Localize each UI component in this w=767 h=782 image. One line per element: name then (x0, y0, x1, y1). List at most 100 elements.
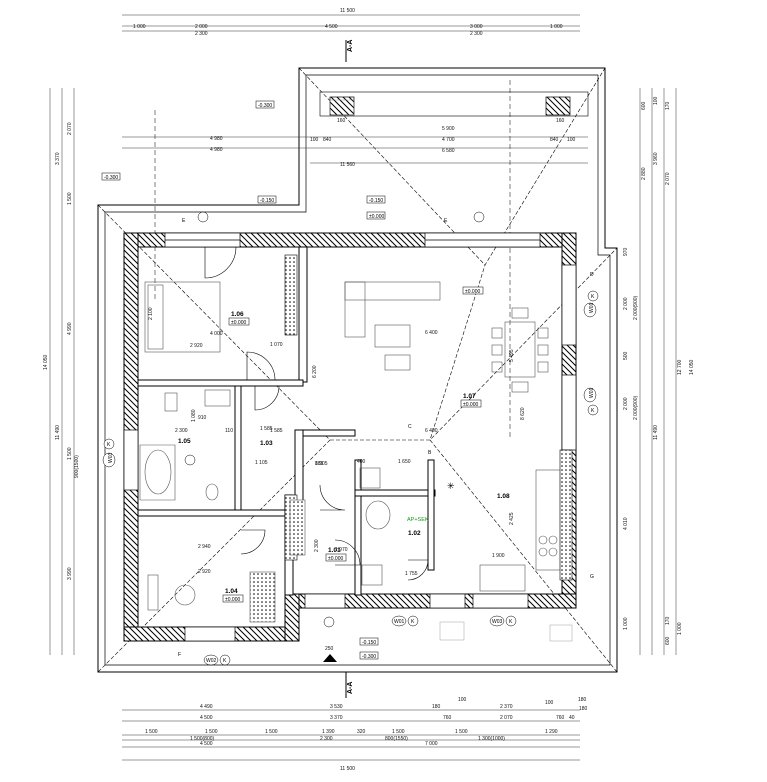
dim-bot-r4-2: 2 300 (320, 736, 333, 742)
svg-text:K: K (223, 658, 227, 664)
section-label-top: A-A (347, 40, 354, 52)
svg-text:D: D (590, 272, 594, 278)
dim-inner-3: 5 900 (442, 126, 455, 132)
ceiling-light-icon: ✳ (447, 481, 455, 491)
dim-inner-11: 160 (337, 118, 346, 124)
section-marker-top: A-A (345, 40, 354, 62)
dim-bot-r3-7: 1 500 (455, 729, 468, 735)
dim-bot-r3-8: 1 290 (545, 729, 558, 735)
dim-right-6: 170 (665, 101, 671, 110)
window-tag-right-2: W01 K (583, 388, 599, 416)
dim-int-23: 110 (225, 428, 233, 434)
room-1-05-number: 1.05 (178, 438, 191, 445)
dim-bot-r4-3: 800(1550) (385, 736, 408, 742)
dim-int-19: 1 900 (492, 553, 505, 559)
dim-bot-r2-4: 2 070 (500, 715, 513, 721)
room-1-03-number: 1.03 (260, 440, 273, 447)
room-1-06: 1.06 ±0.000 (228, 311, 250, 326)
door-swings (204, 246, 429, 581)
dim-bot-r4-4: 1 300(1000) (478, 736, 505, 742)
dim-left-1: 14 050 (43, 354, 49, 370)
dim-bot-r2-7: 180 (579, 706, 588, 712)
dim-bot-2: 3 530 (330, 704, 343, 710)
dim-bot-4: 100 (458, 697, 467, 703)
dim-right-5: 100 (653, 96, 659, 105)
level-marks: -0.300 -0.150 -0.150 ±0.000 -0.300 -0.15… (101, 100, 484, 660)
dim-inner-8: 840 (323, 137, 332, 143)
dim-right-8: 2 070 (665, 172, 671, 185)
dim-bot-r3-4: 1 390 (322, 729, 335, 735)
dim-right-18: 170 (665, 616, 671, 625)
electrical-panel-label: AP+SEK (407, 517, 429, 523)
svg-text:K: K (411, 619, 415, 625)
external-walls (123, 232, 577, 642)
room-level: ±0.000 (463, 402, 478, 408)
dim-int-8: 8 620 (520, 407, 526, 420)
dim-right-15: 2 000(900) (633, 395, 639, 420)
dim-top-r2-2: 2 300 (470, 31, 483, 37)
room-level: ±0.000 (225, 597, 240, 603)
svg-text:K: K (591, 408, 595, 414)
dim-right-1: 12 700 (677, 359, 683, 375)
section-label-bottom: A-A (347, 682, 354, 694)
svg-text:B: B (428, 450, 432, 456)
dim-right-14: 2 000 (623, 397, 629, 410)
svg-text:W03: W03 (108, 453, 114, 464)
level-5: -0.300 (104, 175, 118, 181)
dim-int-12: 1 080 (191, 409, 197, 422)
north-arrow-icon (323, 654, 337, 662)
level-7: -0.300 (362, 654, 376, 660)
dim-left-4: 2 070 (67, 122, 73, 135)
dim-int-27: 1 650 (398, 459, 411, 465)
room-1-08-number: 1.08 (497, 493, 510, 500)
svg-text:W01: W01 (394, 619, 405, 625)
svg-text:W01: W01 (589, 303, 595, 314)
dim-inner-4: 4 700 (442, 137, 455, 143)
dimension-lines (49, 14, 677, 761)
dim-bot-r2-1: 4 500 (200, 715, 213, 721)
dim-bot-r3-1: 1 500 (145, 729, 158, 735)
dim-int-11: 1 585 (270, 428, 283, 434)
dim-inner-12: 160 (556, 118, 565, 124)
dim-bot-r2-3: 760 (443, 715, 452, 721)
level-4: ±0.000 (369, 214, 384, 220)
dim-inner-1: 4 980 (210, 136, 223, 142)
dim-inner-7: 100 (310, 137, 319, 143)
room-level: ±0.000 (231, 320, 246, 326)
dim-right-7: 2 880 (641, 167, 647, 180)
dim-left-6: 4 990 (67, 322, 73, 335)
dim-int-13: 2 940 (198, 544, 211, 550)
dim-int-17: 2 300 (314, 539, 320, 552)
room-number: 1.01 (328, 547, 341, 554)
furniture (139, 281, 561, 623)
level-living: ±0.000 (465, 289, 480, 295)
dim-int-22: 2 100 (148, 307, 154, 320)
dim-int-21: 6 200 (312, 365, 318, 378)
room-1-07: 1.07 ±0.000 (460, 393, 482, 408)
level-3: -0.150 (369, 198, 383, 204)
dim-int-4: 6 400 (425, 330, 438, 336)
dim-left-7: 1 500 (67, 447, 73, 460)
svg-text:W01: W01 (589, 388, 595, 399)
svg-text:K: K (591, 294, 595, 300)
window-tag-bottom-2: W02 K (203, 654, 231, 666)
room-number: 1.06 (231, 311, 244, 318)
dim-right-9: 3 960 (653, 152, 659, 165)
room-number: 1.07 (463, 393, 476, 400)
dim-int-1: 4 000 (210, 331, 223, 337)
svg-text:W02: W02 (206, 658, 217, 664)
level-1: -0.300 (258, 103, 272, 109)
dim-int-18: 1 755 (405, 571, 418, 577)
dim-int-14: 2 920 (198, 569, 211, 575)
dim-inner-10: 100 (567, 137, 576, 143)
section-marker-bottom: A-A (323, 654, 354, 698)
dim-int-10: 2 300 (175, 428, 188, 434)
dim-bot-r5-2: 7 000 (425, 741, 438, 747)
dim-bot-1: 4 490 (200, 704, 213, 710)
dim-bot-5: 2 370 (500, 704, 513, 710)
window-tag-left: W03 K (102, 438, 116, 468)
roof-vent-left (329, 96, 355, 116)
dim-bot-r2-6: 40 (569, 715, 575, 721)
dim-int-5: 1 585 (260, 426, 273, 432)
svg-text:K: K (107, 442, 111, 448)
